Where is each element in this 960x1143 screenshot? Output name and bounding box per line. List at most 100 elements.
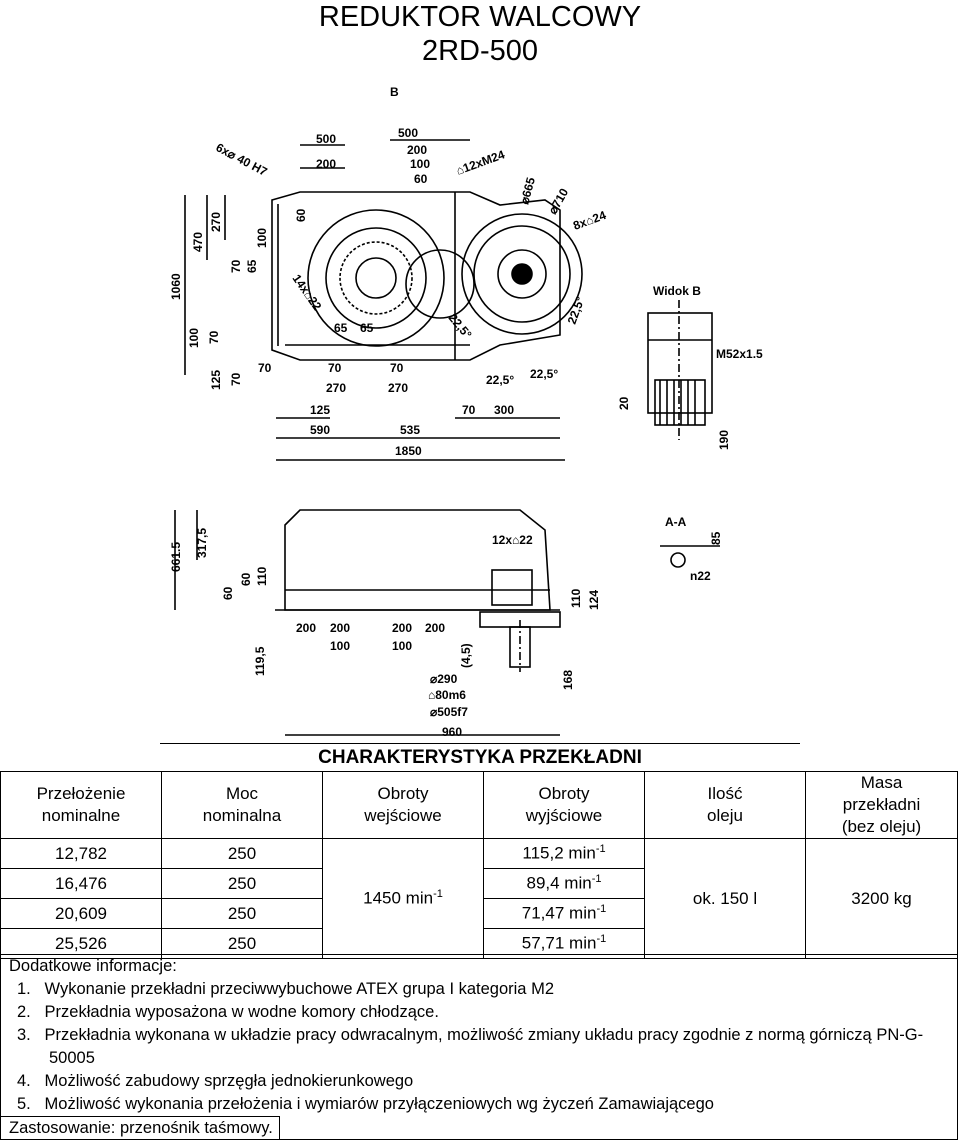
- cell-oil: ok. 150 l: [644, 838, 806, 959]
- cell-power: 250: [161, 868, 323, 899]
- dim-label: 200: [392, 621, 412, 635]
- dim-label: ⌀710: [545, 186, 571, 217]
- cell-output: 57,71 min-1: [483, 928, 645, 959]
- technical-drawing: B Widok B A-A M52x1.5 500 200 500 200 10…: [169, 85, 763, 739]
- dim-label: 70: [229, 259, 243, 273]
- dim-label: 200: [316, 157, 336, 171]
- dim-label: 70: [258, 361, 272, 375]
- section-aa-label: A-A: [665, 515, 687, 529]
- dim-label: 85: [709, 531, 723, 545]
- table-row: 12,782 250 1450 min-1 115,2 min-1 ok. 15…: [0, 838, 958, 959]
- dim-label: 100: [392, 639, 412, 653]
- note-item: 3. Przekładnia wykonana w układzie pracy…: [17, 1026, 924, 1067]
- dim-label: ⌀665: [517, 176, 538, 206]
- table-row: 16,476 250 89,4 min-1: [0, 868, 958, 899]
- dim-label: 168: [561, 670, 575, 690]
- cell-ratio: 12,782: [0, 838, 162, 869]
- cell-ratio: 16,476: [0, 868, 162, 899]
- dim-label: 70: [390, 361, 404, 375]
- dim-label: 100: [187, 328, 201, 348]
- note-item: 4. Możliwość zabudowy sprzęgła jednokier…: [17, 1072, 414, 1090]
- dim-label: 590: [310, 423, 330, 437]
- dim-label: 500: [398, 126, 418, 140]
- dim-label: 65: [334, 321, 348, 335]
- dim-label: 100: [410, 157, 430, 171]
- dim-label: 100: [255, 228, 269, 248]
- view-b-label: B: [390, 85, 399, 99]
- cell-input-speed: 1450 min-1: [322, 838, 484, 959]
- dim-label: 470: [191, 232, 205, 252]
- elevation-outline: [284, 509, 551, 611]
- dim-label: 6x⌀ 40 H7: [214, 140, 270, 179]
- dim-label: 661.5: [169, 542, 183, 572]
- dim-label: 60: [239, 572, 253, 586]
- cell-power: 250: [161, 928, 323, 959]
- dim-label: 22,5°: [446, 311, 475, 342]
- dim-label: 200: [407, 143, 427, 157]
- dim-label: 190: [717, 430, 731, 450]
- dim-label: ⌀505f7: [430, 705, 468, 719]
- cell-output: 89,4 min-1: [483, 868, 645, 899]
- dim-label: 270: [326, 381, 346, 395]
- dim-label: 60: [221, 586, 235, 600]
- cell-power: 250: [161, 838, 323, 869]
- dim-label: 1850: [395, 444, 422, 458]
- note-item: 2. Przekładnia wyposażona w wodne komory…: [17, 1003, 439, 1021]
- dim-label: 300: [494, 403, 514, 417]
- spec-caption: CHARAKTERYSTYKA PRZEKŁADNI: [160, 743, 800, 772]
- dim-label: 200: [330, 621, 350, 635]
- cell-output: 71,47 min-1: [483, 898, 645, 929]
- dim-label: 200: [425, 621, 445, 635]
- dim-label: 65: [245, 259, 259, 273]
- dim-label: 22,5°: [486, 373, 514, 387]
- dim-label: 8x⌂24: [571, 208, 608, 233]
- dim-label: 70: [462, 403, 476, 417]
- dim-label: ⌂12xM24: [454, 147, 507, 178]
- dim-label: 14x⌂22: [290, 272, 325, 314]
- section-aa-shape: [670, 552, 686, 568]
- thread-label: M52x1.5: [716, 347, 763, 361]
- cell-ratio: 20,609: [0, 898, 162, 929]
- dim-label: 960: [442, 725, 462, 739]
- dim-label: (4,5): [459, 643, 473, 668]
- dim-label: 110: [255, 566, 269, 586]
- cell-mass: 3200 kg: [805, 838, 958, 959]
- dim-label: 270: [388, 381, 408, 395]
- dim-label: 317,5: [195, 528, 209, 558]
- dim-label: 70: [229, 372, 243, 386]
- dim-label: ⌀290: [430, 672, 458, 686]
- widok-b-label: Widok B: [653, 284, 701, 298]
- additional-info: Dodatkowe informacje: 1. Wykonanie przek…: [0, 954, 958, 1140]
- widok-b-outline: [647, 312, 713, 414]
- dim-label: 125: [209, 370, 223, 390]
- dim-label: 100: [330, 639, 350, 653]
- note-item: 5. Możliwość wykonania przełożenia i wym…: [17, 1095, 714, 1113]
- dim-label: 110: [569, 588, 583, 608]
- dim-label: 60: [294, 208, 308, 222]
- dim-label: 1060: [169, 273, 183, 300]
- title-line1: REDUKTOR WALCOWY: [318, 1, 642, 33]
- cell-ratio: 25,526: [0, 928, 162, 959]
- dim-label: 70: [328, 361, 342, 375]
- title-line2: 2RD-500: [421, 35, 539, 67]
- dim-label: 60: [414, 172, 428, 186]
- dim-label: 535: [400, 423, 420, 437]
- notes-heading: Dodatkowe informacje:: [9, 957, 177, 975]
- dim-label: 125: [310, 403, 330, 417]
- dim-label: 20: [617, 396, 631, 410]
- dim-label: 22,5°: [565, 295, 588, 326]
- dim-label: 119,5: [253, 646, 267, 676]
- dim-label: 200: [296, 621, 316, 635]
- application-note: Zastosowanie: przenośnik taśmowy.: [1, 1116, 280, 1139]
- dim-label: 500: [316, 132, 336, 146]
- note-item: 1. Wykonanie przekładni przeciwwybuchowe…: [17, 980, 554, 998]
